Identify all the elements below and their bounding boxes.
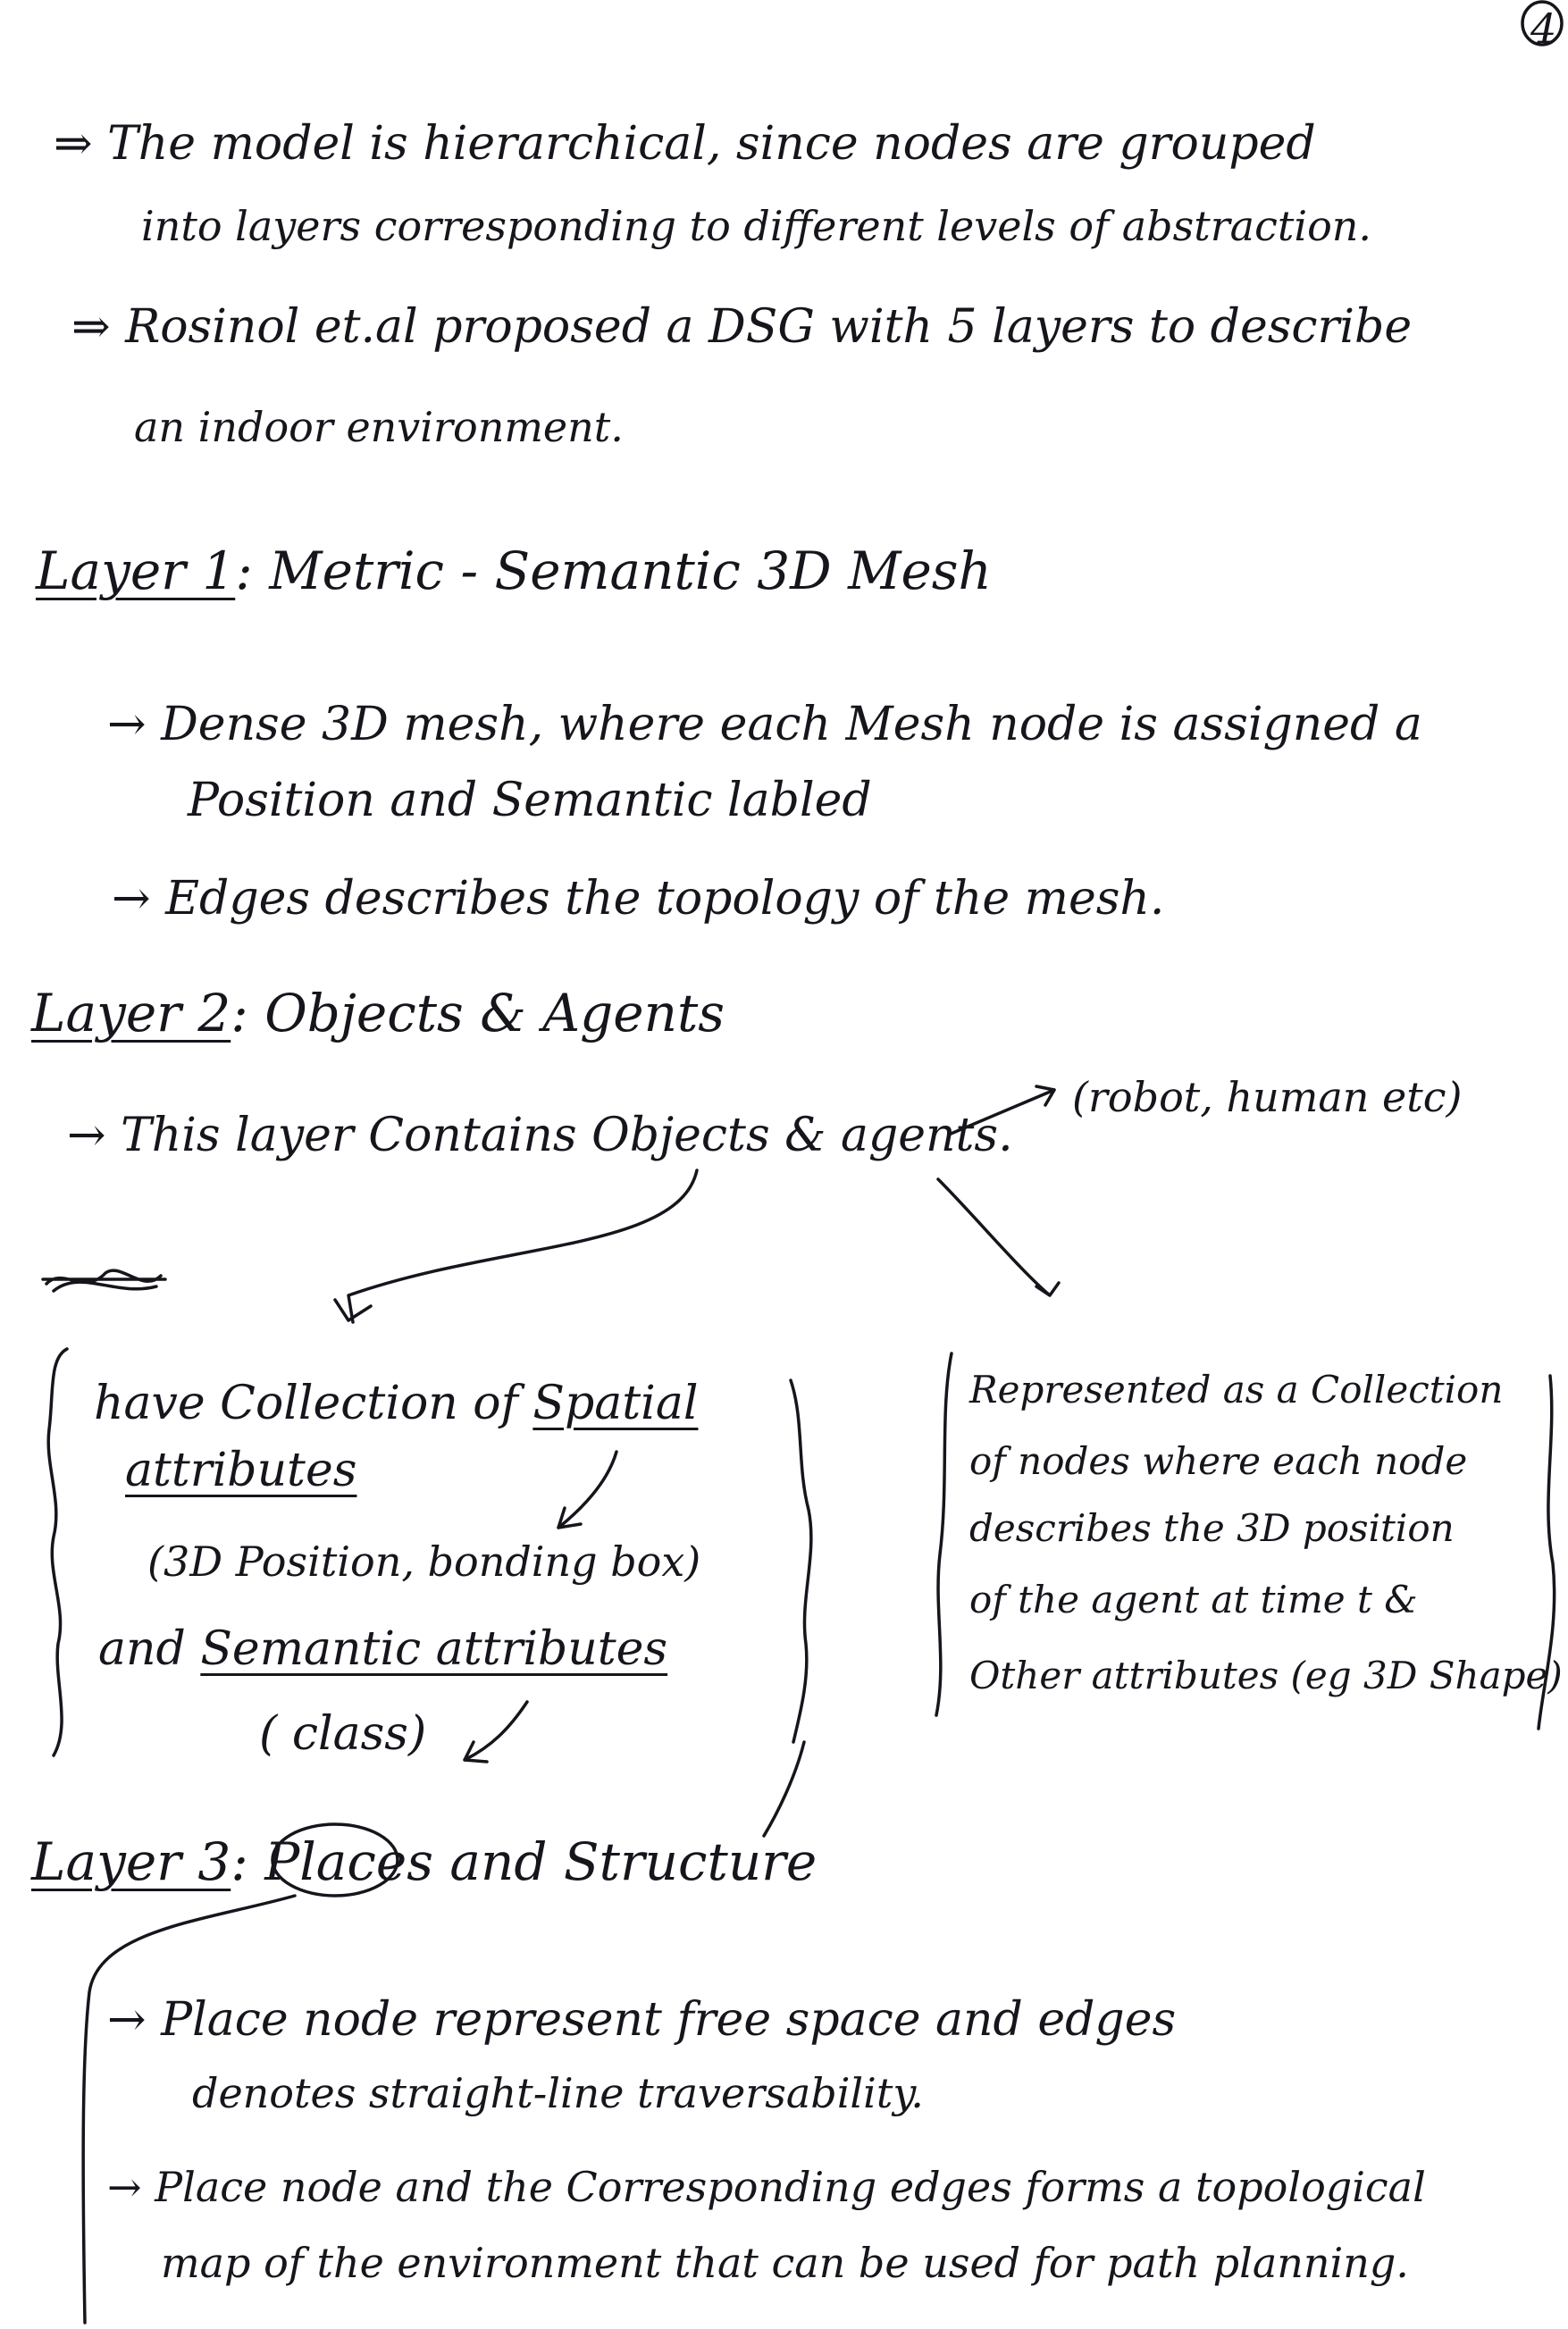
- arrow-semantic-to-class: [463, 1700, 529, 1764]
- intro-line-2: into layers corresponding to different l…: [141, 202, 1372, 250]
- right-box-close-brace: [1537, 1374, 1556, 1730]
- arrow-agents-to-right-box: [936, 1177, 1061, 1297]
- layer1-bullet-1-line-2: Position and Semantic labled: [188, 774, 872, 827]
- layer1-bullet-2: → Edges describes the topology of the me…: [112, 872, 1165, 926]
- layer2-agent-examples: (robot, human etc): [1072, 1073, 1463, 1121]
- objects-box-line-3: (3D Position, bonding box): [147, 1537, 701, 1586]
- arrow-spatial-to-position: [557, 1450, 618, 1529]
- layer1-bullet-1-line-1: → Dense 3D mesh, where each Mesh node is…: [107, 698, 1422, 751]
- agents-box-line-3: describes the 3D position: [969, 1506, 1455, 1550]
- places-circle: [271, 1822, 399, 1898]
- layer1-title: : Metric - Semantic 3D Mesh: [235, 540, 992, 601]
- intro-line-4: an indoor environment.: [134, 403, 624, 451]
- layer1-label: Layer 1: [36, 540, 236, 601]
- crossed-out-scribble: [41, 1269, 167, 1293]
- objects-box-line-1-text: have Collection of: [94, 1377, 518, 1430]
- intro-line-3: ⇒ Rosinol et.al proposed a DSG with 5 la…: [71, 300, 1413, 354]
- page-number-circle: [1521, 0, 1564, 46]
- connector-line-to-layer3: [762, 1740, 806, 1838]
- layer3-rest: and Structure: [449, 1831, 818, 1892]
- right-box-open-brace: [935, 1352, 953, 1717]
- layer3-bullet-1-line-1: → Place node represent free space and ed…: [107, 1993, 1177, 2047]
- arrow-objects-to-left-box: [333, 1169, 699, 1324]
- layer2-bullet-1: → This layer Contains Objects & agents.: [67, 1109, 1013, 1162]
- layer2-label: Layer 2: [31, 983, 231, 1043]
- left-box-open-brace: [46, 1347, 69, 1757]
- semantic-attributes-word: Semantic attributes: [200, 1622, 668, 1676]
- spatial-word: Spatial: [532, 1377, 699, 1430]
- left-box-close-brace: [789, 1378, 813, 1744]
- objects-box-line-5: ( class): [259, 1707, 427, 1761]
- layer3-heading: Layer 3: Places and Structure: [31, 1836, 817, 1888]
- objects-box-line-4: and Semantic attributes: [98, 1626, 667, 1672]
- agents-box-line-1: Represented as a Collection: [969, 1368, 1504, 1412]
- intro-line-1: ⇒ The model is hierarchical, since nodes…: [54, 117, 1316, 171]
- layer2-heading: Layer 2: Objects & Agents: [31, 987, 725, 1039]
- agents-box-line-2: of nodes where each node: [969, 1439, 1468, 1483]
- layer3-label: Layer 3: [31, 1831, 231, 1892]
- layer3-colon: :: [231, 1831, 248, 1892]
- places-word: Places: [264, 1831, 433, 1892]
- layer3-bracket-line: [81, 1894, 297, 2325]
- objects-box-line-2: attributes: [125, 1444, 357, 1497]
- page-number: 4: [1530, 4, 1557, 53]
- layer3-bullet-2-line-2: map of the environment that can be used …: [161, 2239, 1409, 2287]
- arrow-to-agent-examples: [947, 1085, 1056, 1136]
- objects-box-line-1: have Collection of Spatial: [94, 1380, 698, 1427]
- layer1-heading: Layer 1: Metric - Semantic 3D Mesh: [36, 545, 992, 597]
- layer3-bullet-1-line-2: denotes straight-line traversability.: [192, 2069, 924, 2117]
- layer2-title: : Objects & Agents: [231, 983, 725, 1043]
- agents-box-line-5: Other attributes (eg 3D Shape): [969, 1654, 1563, 1697]
- objects-box-and: and: [98, 1622, 186, 1676]
- agents-box-line-4: of the agent at time t &: [969, 1578, 1418, 1621]
- layer3-bullet-2-line-1: → Place node and the Corresponding edges…: [107, 2163, 1426, 2211]
